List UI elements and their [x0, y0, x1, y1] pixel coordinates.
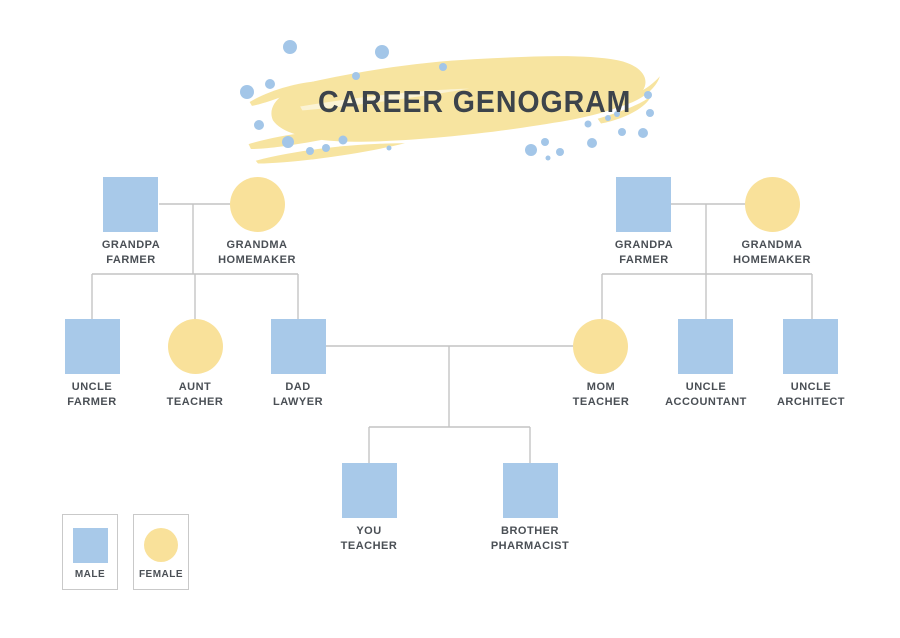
legend-female-circle	[144, 528, 178, 562]
node-name: GRANDMA	[226, 239, 288, 251]
node-name: MOM	[586, 381, 616, 393]
male-square-uncle-architect	[783, 319, 838, 374]
node-label-grandpa-left: GRANDPA FARMER	[61, 238, 201, 268]
node-name: YOU	[356, 525, 382, 537]
node-career: ACCOUNTANT	[665, 396, 747, 408]
male-square-uncle-farmer	[65, 319, 120, 374]
node-name: GRANDMA	[741, 239, 803, 251]
male-square-grandpa-right	[616, 177, 671, 232]
decorative-dots	[240, 40, 654, 161]
node-label-uncle-architect: UNCLE ARCHITECT	[741, 380, 881, 410]
node-name: UNCLE	[790, 381, 832, 393]
node-label-brother: BROTHER PHARMACIST	[460, 524, 600, 554]
node-name: AUNT	[178, 381, 212, 393]
node-career: PHARMACIST	[490, 540, 570, 552]
node-name: UNCLE	[71, 381, 113, 393]
connector-lines	[91, 203, 813, 463]
male-square-grandpa-left	[103, 177, 158, 232]
brush-stroke-graphic	[248, 56, 660, 164]
node-career: TEACHER	[166, 396, 224, 408]
node-career: HOMEMAKER	[733, 254, 811, 266]
node-label-aunt-teacher: AUNT TEACHER	[125, 380, 265, 410]
node-career: TEACHER	[572, 396, 630, 408]
node-name: DAD	[285, 381, 311, 393]
legend-male: MALE	[62, 514, 118, 590]
female-circle-mom	[573, 319, 628, 374]
node-career: FARMER	[106, 254, 156, 266]
legend-male-label: MALE	[74, 569, 106, 580]
node-career: HOMEMAKER	[218, 254, 296, 266]
node-name: BROTHER	[501, 525, 559, 537]
legend-female-label: FEMALE	[138, 569, 184, 580]
page-title: CAREER GENOGRAM	[318, 84, 632, 119]
male-square-dad	[271, 319, 326, 374]
node-label-grandma-right: GRANDMA HOMEMAKER	[702, 238, 842, 268]
node-label-uncle-accountant: UNCLE ACCOUNTANT	[636, 380, 776, 410]
node-label-grandpa-right: GRANDPA FARMER	[574, 238, 714, 268]
male-square-brother	[503, 463, 558, 518]
female-circle-aunt-teacher	[168, 319, 223, 374]
node-label-uncle-farmer: UNCLE FARMER	[22, 380, 162, 410]
node-career: FARMER	[67, 396, 117, 408]
female-circle-grandma-left	[230, 177, 285, 232]
legend-male-square	[73, 528, 108, 563]
node-career: FARMER	[619, 254, 669, 266]
node-label-mom: MOM TEACHER	[531, 380, 671, 410]
node-name: GRANDPA	[101, 239, 161, 251]
legend-female: FEMALE	[133, 514, 189, 590]
female-circle-grandma-right	[745, 177, 800, 232]
node-career: TEACHER	[340, 540, 398, 552]
male-square-uncle-accountant	[678, 319, 733, 374]
node-label-dad: DAD LAWYER	[228, 380, 368, 410]
node-label-grandma-left: GRANDMA HOMEMAKER	[187, 238, 327, 268]
node-career: ARCHITECT	[776, 396, 846, 408]
node-name: GRANDPA	[614, 239, 674, 251]
male-square-you	[342, 463, 397, 518]
node-career: LAWYER	[272, 396, 324, 408]
node-label-you: YOU TEACHER	[299, 524, 439, 554]
node-name: UNCLE	[685, 381, 727, 393]
